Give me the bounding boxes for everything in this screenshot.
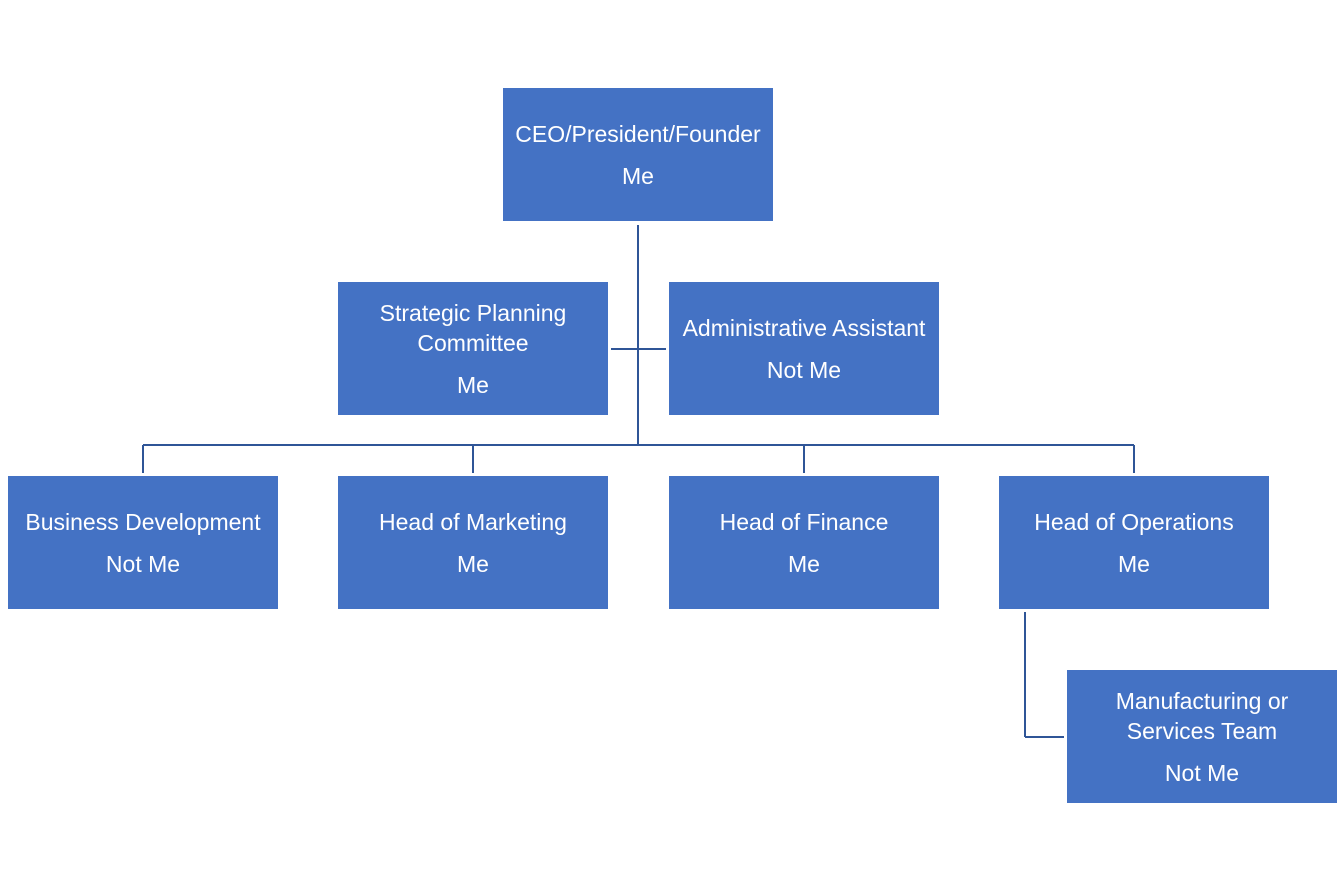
node-business-development: Business Development Not Me: [8, 476, 278, 609]
node-spc-person: Me: [457, 371, 489, 398]
node-bizdev-person: Not Me: [105, 550, 181, 577]
node-fin-title: Head of Finance: [719, 508, 889, 535]
node-fin-person: Me: [788, 550, 820, 577]
node-admin-title: Administrative Assistant: [682, 314, 926, 341]
node-ceo: CEO/President/Founder Me: [503, 88, 773, 221]
node-mfg-title: Manufacturing or Services Team: [1115, 687, 1289, 744]
node-ceo-title: CEO/President/Founder: [515, 120, 761, 147]
node-mkt-title: Head of Marketing: [379, 508, 567, 535]
node-head-of-operations: Head of Operations Me: [999, 476, 1269, 609]
node-strategic-planning-committee: Strategic Planning Committee Me: [338, 282, 608, 415]
node-head-of-finance: Head of Finance Me: [669, 476, 939, 609]
node-head-of-marketing: Head of Marketing Me: [338, 476, 608, 609]
node-admin-person: Not Me: [766, 356, 842, 383]
node-mkt-person: Me: [457, 550, 489, 577]
node-spc-title: Strategic Planning Committee: [379, 299, 567, 356]
node-ceo-person: Me: [622, 162, 654, 189]
node-ops-person: Me: [1118, 550, 1150, 577]
node-ops-title: Head of Operations: [1034, 508, 1234, 535]
node-bizdev-title: Business Development: [25, 508, 261, 535]
node-manufacturing-services-team: Manufacturing or Services Team Not Me: [1067, 670, 1337, 803]
node-mfg-person: Not Me: [1164, 759, 1240, 786]
node-administrative-assistant: Administrative Assistant Not Me: [669, 282, 939, 415]
